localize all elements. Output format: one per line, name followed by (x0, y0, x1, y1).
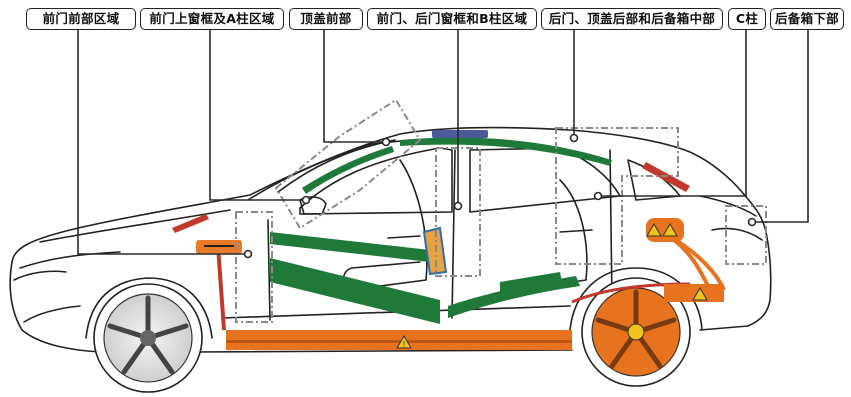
dashed-zone-outlines (235, 98, 767, 323)
label-rear-door-roof-rear: 后门、顶盖后部和后备箱中部 (541, 8, 723, 30)
rear-inverter (664, 284, 724, 302)
rear-wheel (581, 277, 691, 387)
label-c-pillar: C柱 (728, 8, 766, 30)
warning-triangle-icon (692, 287, 708, 301)
green-reinforcement-zones (270, 137, 612, 324)
warning-triangle-icon: ! (396, 335, 412, 349)
label-trunk-lower: 后备箱下部 (770, 8, 844, 30)
label-front-door-front: 前门前部区域 (26, 8, 136, 30)
label-doors-b-pillar: 前门、后门窗框和B柱区域 (367, 8, 537, 30)
leader-lines (77, 30, 809, 259)
front-wheel (93, 283, 203, 393)
label-front-door-upper-a-pillar: 前门上窗框及A柱区域 (140, 8, 284, 30)
svg-text:!: ! (402, 340, 405, 349)
label-roof-front: 顶盖前部 (289, 8, 363, 30)
warning-triangle-icon (646, 223, 678, 237)
roof-module (432, 130, 488, 138)
